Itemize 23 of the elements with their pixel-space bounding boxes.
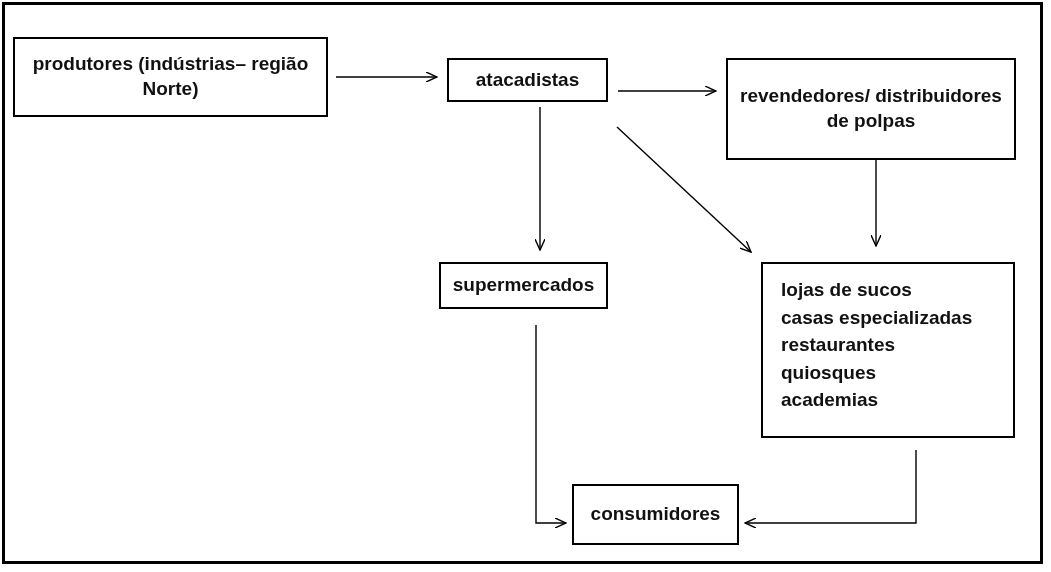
list-item: casas especializadas <box>781 305 973 330</box>
arrow <box>617 85 717 97</box>
box-label: revendedores/ distribuidores de polpas <box>739 84 1003 133</box>
arrow <box>870 159 882 247</box>
process-box <box>439 262 608 309</box>
process-box <box>572 484 739 545</box>
process-box <box>761 262 1015 438</box>
process-box <box>726 58 1016 160</box>
arrow <box>616 126 752 253</box>
box-label: consumidores <box>590 502 721 527</box>
arrow <box>534 106 546 251</box>
arrow <box>535 324 567 529</box>
arrow <box>744 449 917 529</box>
box-label: supermercados <box>452 273 595 298</box>
list-item: quiosques <box>781 360 876 385</box>
process-box <box>447 58 608 102</box>
list-item: lojas de sucos <box>781 278 912 302</box>
process-box <box>13 37 328 117</box>
box-label: atacadistas <box>475 67 580 92</box>
list-item: academias <box>781 388 879 413</box>
arrow <box>335 71 438 83</box>
box-label: produtores (indústrias– região Norte) <box>31 52 310 101</box>
list-item: restaurantes <box>781 333 896 358</box>
